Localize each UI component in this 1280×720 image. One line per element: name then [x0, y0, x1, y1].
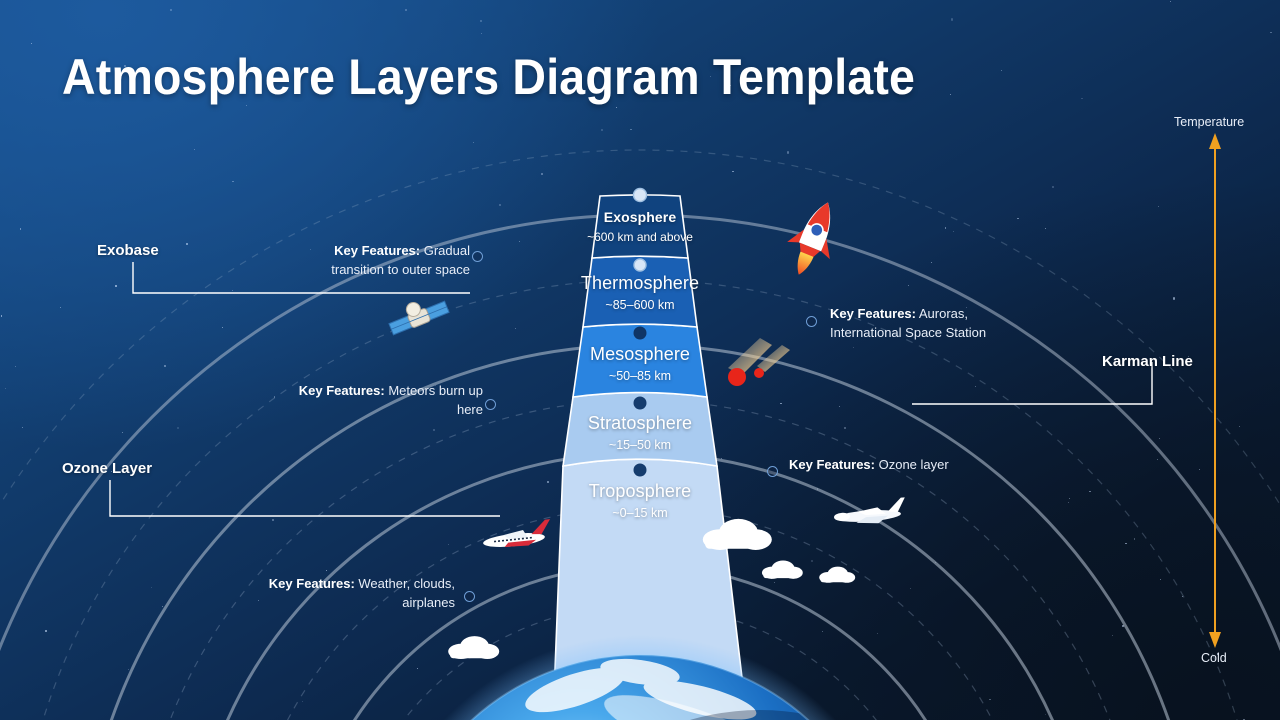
- boundary-dots: [632, 187, 648, 477]
- boundary-dot-mesopause: [633, 326, 647, 340]
- boundary-dot-stratopause: [633, 396, 647, 410]
- key-features-text-troposphere: Weather, clouds, airplanes: [354, 576, 455, 610]
- key-features-thermosphere: Key Features: Auroras, International Spa…: [830, 304, 1020, 342]
- key-features-text-exosphere: Gradual transition to outer space: [331, 243, 470, 277]
- boundary-dot-thermopause: [633, 258, 647, 272]
- page-title: Atmosphere Layers Diagram Template: [62, 49, 916, 105]
- marker-thermosphere[interactable]: [806, 316, 817, 327]
- key-features-label-exosphere: Key Features:: [334, 243, 421, 258]
- key-features-mesosphere: Key Features: Meteors burn up here: [293, 381, 483, 419]
- cloud-icon: [448, 518, 856, 660]
- key-features-text-mesosphere: Meteors burn up here: [384, 383, 483, 417]
- key-features-troposphere: Key Features: Weather, clouds, airplanes: [265, 574, 455, 612]
- leader-line-karman-line: [912, 362, 1153, 405]
- side-label-ozone-layer: Ozone Layer: [62, 460, 153, 477]
- key-features-stratosphere: Key Features: Ozone layer: [789, 455, 979, 474]
- key-features-text-thermosphere: Auroras, International Space Station: [830, 306, 987, 340]
- marker-troposphere[interactable]: [464, 591, 475, 602]
- side-label-exobase: Exobase: [97, 242, 159, 259]
- axis-label-temperature: Temperature: [1174, 115, 1245, 129]
- key-features-exosphere: Key Features: Gradual transition to oute…: [280, 241, 470, 279]
- key-features-label-mesosphere: Key Features:: [298, 383, 385, 398]
- key-features-label-stratosphere: Key Features:: [789, 457, 875, 472]
- marker-stratosphere[interactable]: [767, 466, 778, 477]
- wedge-segment-exosphere[interactable]: [591, 194, 689, 259]
- marker-mesosphere[interactable]: [485, 399, 496, 410]
- arrow-down-icon: [1209, 632, 1221, 648]
- boundary-dot-exobase: [632, 187, 648, 203]
- leader-line-ozone-layer: [109, 480, 500, 517]
- airplane-icon: [483, 519, 551, 548]
- arrow-up-icon: [1209, 133, 1221, 149]
- jet-icon: [834, 497, 905, 524]
- rocket-icon: [787, 202, 831, 275]
- boundary-dot-tropopause: [633, 463, 647, 477]
- leader-lines: [109, 262, 1153, 517]
- leader-line-exobase: [132, 262, 470, 294]
- satellite-icon: [388, 300, 450, 336]
- meteor-icon: [728, 338, 790, 386]
- key-features-label-thermosphere: Key Features:: [830, 306, 916, 321]
- side-label-karman-line: Karman Line: [1102, 353, 1193, 370]
- axis-label-cold: Cold: [1201, 651, 1227, 665]
- earth-globe: [443, 635, 890, 720]
- marker-exosphere[interactable]: [472, 251, 483, 262]
- key-features-text-stratosphere: Ozone layer: [874, 457, 949, 472]
- key-features-label-troposphere: Key Features:: [268, 576, 355, 591]
- temperature-axis: [1209, 133, 1221, 648]
